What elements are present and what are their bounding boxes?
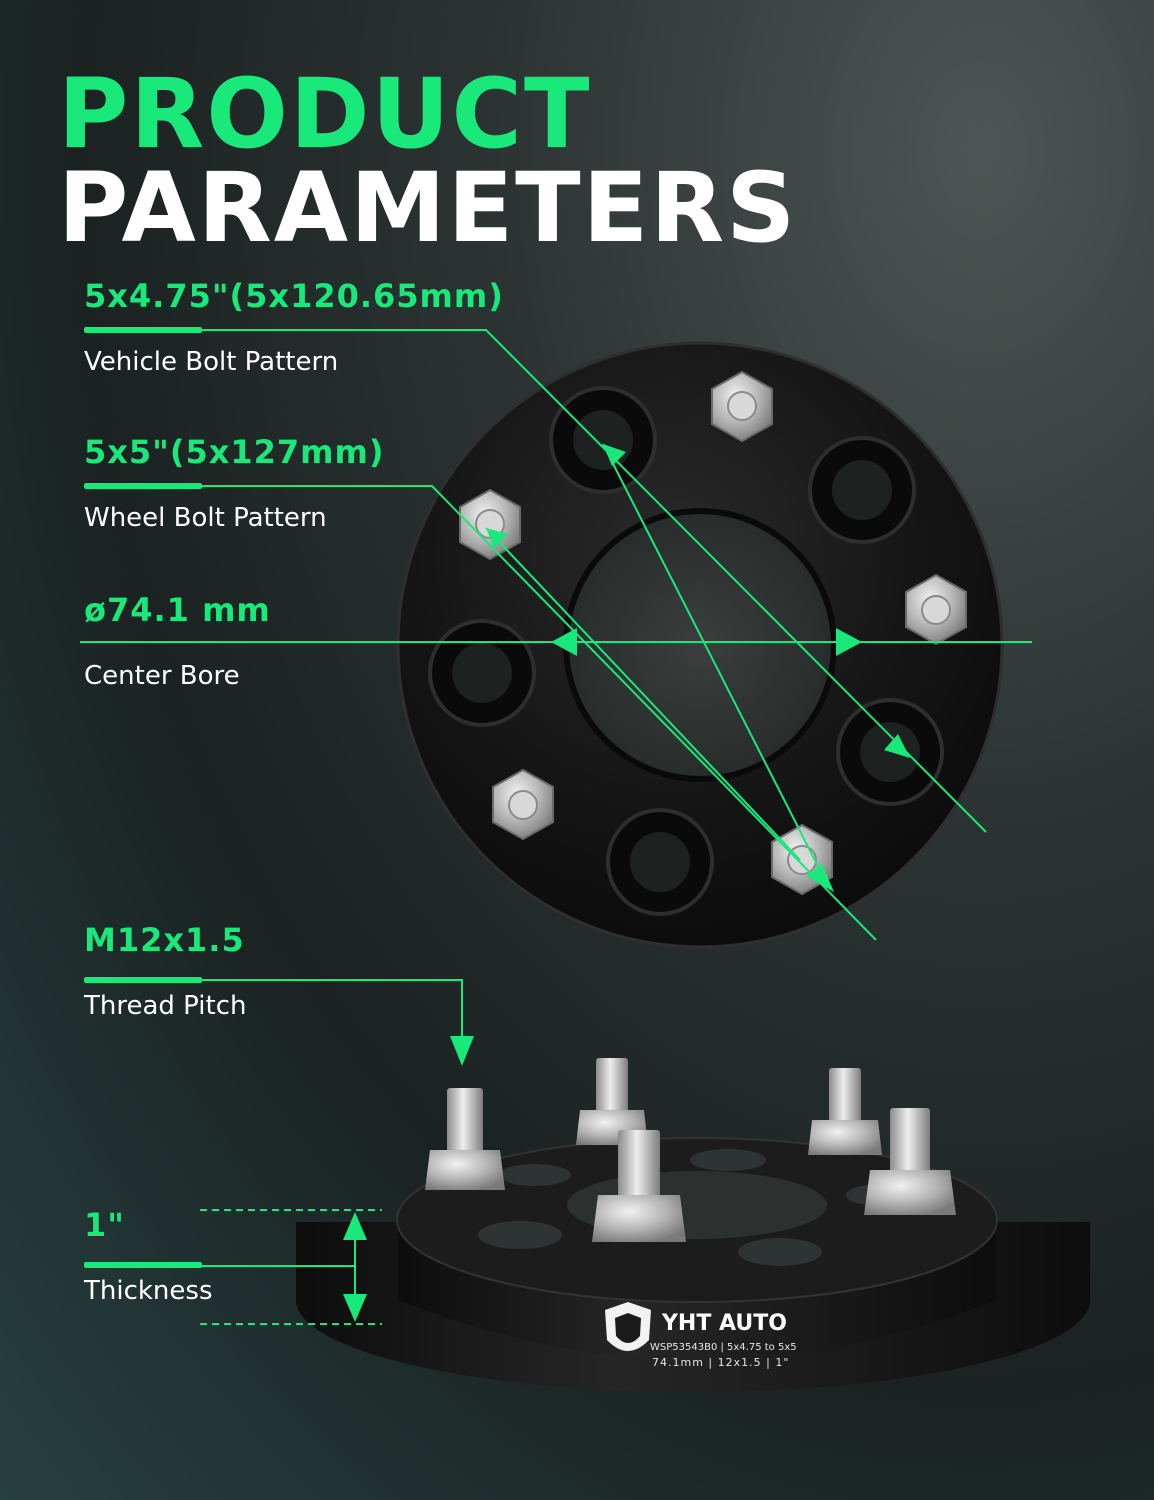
bolt-holes — [428, 386, 944, 916]
param-divider — [84, 483, 202, 489]
param-label: Wheel Bolt Pattern — [84, 503, 327, 533]
arrow-wheel-start-icon — [486, 528, 508, 548]
param-label: Thickness — [84, 1276, 213, 1306]
param-center-bore: ø74.1 mm Center Bore — [84, 591, 271, 691]
spacer-side-view — [296, 1058, 1090, 1392]
callout-arrows — [343, 444, 910, 1322]
param-value: 5x4.75"(5x120.65mm) — [84, 277, 504, 315]
param-value: 1" — [84, 1206, 125, 1244]
param-value: 5x5"(5x127mm) — [84, 433, 385, 471]
param-vehicle-bolt-pattern: 5x4.75"(5x120.65mm) Vehicle Bolt Pattern — [84, 277, 504, 377]
arrow-bore-right-icon — [836, 628, 862, 656]
arrow-wheel-end-icon — [884, 734, 910, 758]
arrow-thread-down-icon — [450, 1036, 474, 1066]
param-thread-pitch: M12x1.5 Thread Pitch — [84, 921, 246, 1021]
arrow-thickness-down-icon — [343, 1294, 367, 1322]
param-label: Thread Pitch — [84, 991, 247, 1021]
param-divider — [84, 1262, 202, 1268]
param-value: ø74.1 mm — [84, 591, 271, 629]
brand-engraving: YHT AUTO — [661, 1311, 787, 1336]
callout-lines — [80, 329, 1032, 1325]
wheel-studs — [425, 1058, 956, 1242]
arrow-bore-left-icon — [551, 628, 577, 656]
spacer-top-view — [396, 341, 1004, 949]
arrow-vehicle-start-icon — [603, 444, 626, 466]
engraving-line-1: WSP53543B0 | 5x4.75 to 5x5 — [650, 1342, 797, 1353]
param-wheel-bolt-pattern: 5x5"(5x127mm) Wheel Bolt Pattern — [84, 433, 384, 533]
lug-nuts — [459, 370, 967, 896]
param-value: M12x1.5 — [84, 921, 245, 959]
param-thickness: 1" Thickness — [84, 1206, 213, 1306]
arrow-vehicle-end-icon — [806, 864, 834, 892]
center-bore-hole — [566, 511, 834, 779]
param-divider — [84, 977, 202, 983]
param-label: Center Bore — [84, 661, 240, 691]
engraving-line-2: 74.1mm | 12x1.5 | 1" — [652, 1356, 789, 1369]
headline-line-2: PARAMETERS — [58, 152, 798, 264]
arrow-thickness-up-icon — [343, 1212, 367, 1240]
param-divider — [84, 327, 202, 333]
headline-line-1: PRODUCT — [58, 58, 592, 170]
param-label: Vehicle Bolt Pattern — [84, 347, 339, 377]
